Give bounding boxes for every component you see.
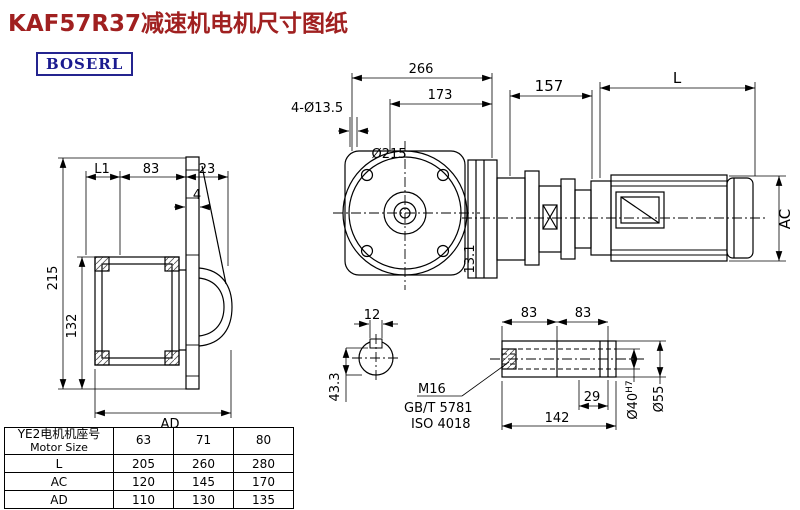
dim-keyway-width-label: 12	[364, 308, 381, 323]
dim-132-label: 132	[65, 314, 80, 339]
table-header-row: YE2电机机座号 Motor Size 63 71 80	[4, 426, 294, 456]
dim-outer-diameter-label: Ø55	[652, 386, 667, 413]
cell-value: 110	[113, 490, 174, 510]
cell-value: 280	[233, 454, 294, 474]
dim-173-label: 173	[428, 88, 453, 103]
table-header-cn: YE2电机机座号	[17, 427, 101, 441]
row-label-ac: AC	[4, 472, 114, 492]
cell-value: 120	[113, 472, 174, 492]
standard-gbt-label: GB/T 5781	[404, 401, 473, 416]
dim-bolt-holes-label: 4-Ø13.5	[291, 101, 343, 116]
table-header-en: Motor Size	[30, 440, 88, 454]
table-row: AC 120 145 170	[4, 472, 294, 492]
cell-value: 205	[113, 454, 174, 474]
dim-bore-diameter-label: Ø40H7	[625, 380, 641, 419]
size-column-80: 80	[233, 426, 294, 456]
dim-157-label: 157	[535, 77, 564, 95]
hollow-shaft-bore-section: 12 43.3	[328, 308, 400, 402]
table-header-cell: YE2电机机座号 Motor Size	[4, 426, 114, 456]
thread-m16-label: M16	[418, 382, 446, 397]
table-row: AD 110 130 135	[4, 490, 294, 510]
motor-size-table: YE2电机机座号 Motor Size 63 71 80 L 205 260 2…	[4, 426, 294, 510]
dim-215-label: 215	[46, 266, 61, 291]
row-label-l: L	[4, 454, 114, 474]
dim-shaft-83b-label: 83	[575, 306, 592, 321]
gearbox-side-view: L1 83 23 4 215 132 AD	[46, 156, 233, 432]
dim-flange-diameter-label: Ø215	[371, 147, 406, 162]
dim-motor-length-label: L	[673, 69, 682, 87]
row-label-ad: AD	[4, 490, 114, 510]
dim-142-label: 142	[545, 411, 570, 426]
dim-29-label: 29	[584, 390, 601, 405]
gearbox-front-view: 266 173 4-Ø13.5 Ø215 13.1	[291, 62, 498, 290]
dim-motor-ac-label: AC	[776, 209, 794, 229]
motor-assembly-side-view: 157 L AC	[462, 69, 794, 266]
dim-keyway-depth-label: 43.3	[328, 373, 343, 402]
dim-4-label: 4	[193, 188, 201, 203]
table-row: L 205 260 280	[4, 454, 294, 474]
brand-logo: BOSERL	[36, 52, 134, 76]
size-column-71: 71	[173, 426, 234, 456]
hollow-shaft-detail: 83 83 M16 GB/T 5781 ISO 4018 29 142 Ø40H…	[404, 306, 667, 432]
dim-l1-label: L1	[94, 162, 110, 177]
dim-13-1-label: 13.1	[463, 245, 478, 274]
dim-266-label: 266	[409, 62, 434, 77]
cell-value: 260	[173, 454, 234, 474]
cell-value: 135	[233, 490, 294, 510]
dim-shaft-83a-label: 83	[521, 306, 538, 321]
dim-83-label: 83	[143, 162, 160, 177]
size-column-63: 63	[113, 426, 174, 456]
page-title: KAF57R37减速机电机尺寸图纸	[8, 11, 349, 37]
cell-value: 130	[173, 490, 234, 510]
standard-iso-label: ISO 4018	[411, 417, 471, 432]
cell-value: 145	[173, 472, 234, 492]
cell-value: 170	[233, 472, 294, 492]
dim-23-label: 23	[199, 162, 216, 177]
